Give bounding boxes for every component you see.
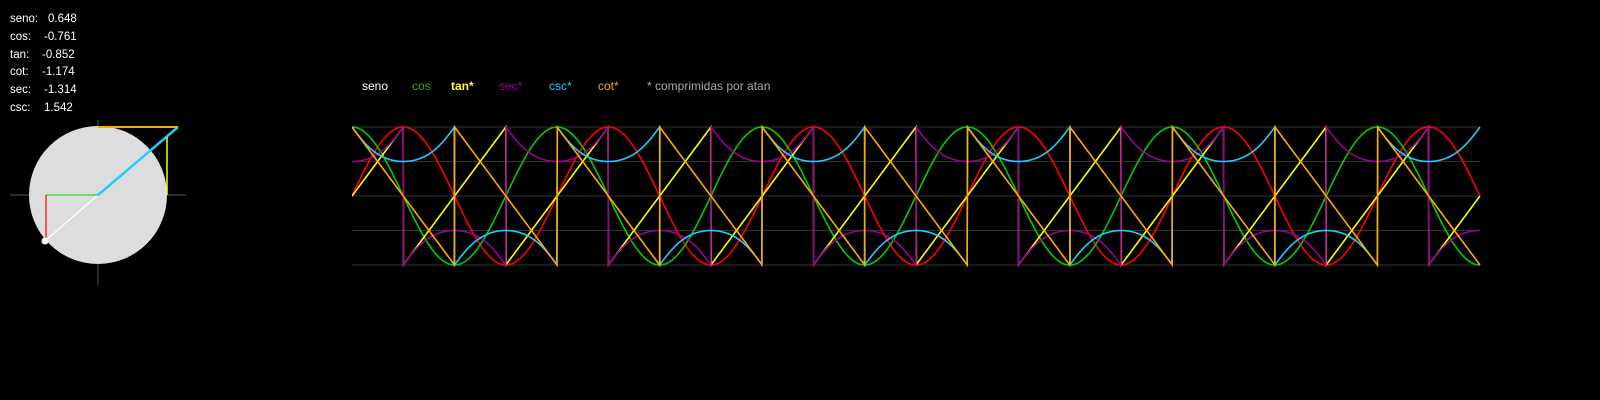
readout-sec: sec: -1.314 <box>10 82 77 100</box>
readout-value: 1.542 <box>44 101 73 114</box>
readout-value: -0.761 <box>44 30 77 43</box>
readout-value: -1.314 <box>44 84 77 97</box>
readout-cos: cos: -0.761 <box>10 29 77 47</box>
legend-item-cot: cot* <box>598 79 619 93</box>
readout-label: tan: <box>10 48 30 61</box>
readout-value: -1.174 <box>42 66 75 79</box>
readout-label: seno: <box>10 13 39 25</box>
legend-item-seno: seno <box>362 79 389 93</box>
trig-readouts: seno: 0.648 cos: -0.761 tan: -0.852 cot: -1.… <box>10 11 77 118</box>
series-line-csc <box>352 124 1481 268</box>
readout-tan: tan: -0.852 <box>10 47 77 65</box>
series-line-cot <box>352 124 1481 268</box>
readout-value: -0.852 <box>42 48 75 61</box>
readout-label: csc: <box>10 101 31 114</box>
readout-label: sec: <box>10 84 32 97</box>
legend-item-csc: csc* <box>549 79 572 93</box>
legend-item-sec: sec* <box>499 79 523 93</box>
readout-label: cos: <box>10 30 32 43</box>
angle-point-handle[interactable] <box>41 237 49 245</box>
readout-value: 0.648 <box>48 13 77 25</box>
csc-segment <box>97 126 179 196</box>
readout-cot: cot: -1.174 <box>10 64 77 82</box>
plot-curves <box>352 124 1481 268</box>
legend-item-tan: tan* <box>451 79 474 93</box>
function-plot <box>352 124 1481 268</box>
readout-csc: csc: 1.542 <box>10 100 77 118</box>
unit-circle-canvas[interactable] <box>0 120 200 290</box>
legend-note: * comprimidas por atan <box>647 79 771 93</box>
readout-sin: seno: 0.648 <box>10 11 77 29</box>
readout-label: cot: <box>10 66 29 79</box>
radius-line <box>45 194 99 241</box>
series-line-sec <box>352 124 1480 268</box>
legend-item-cos: cos <box>412 79 431 93</box>
